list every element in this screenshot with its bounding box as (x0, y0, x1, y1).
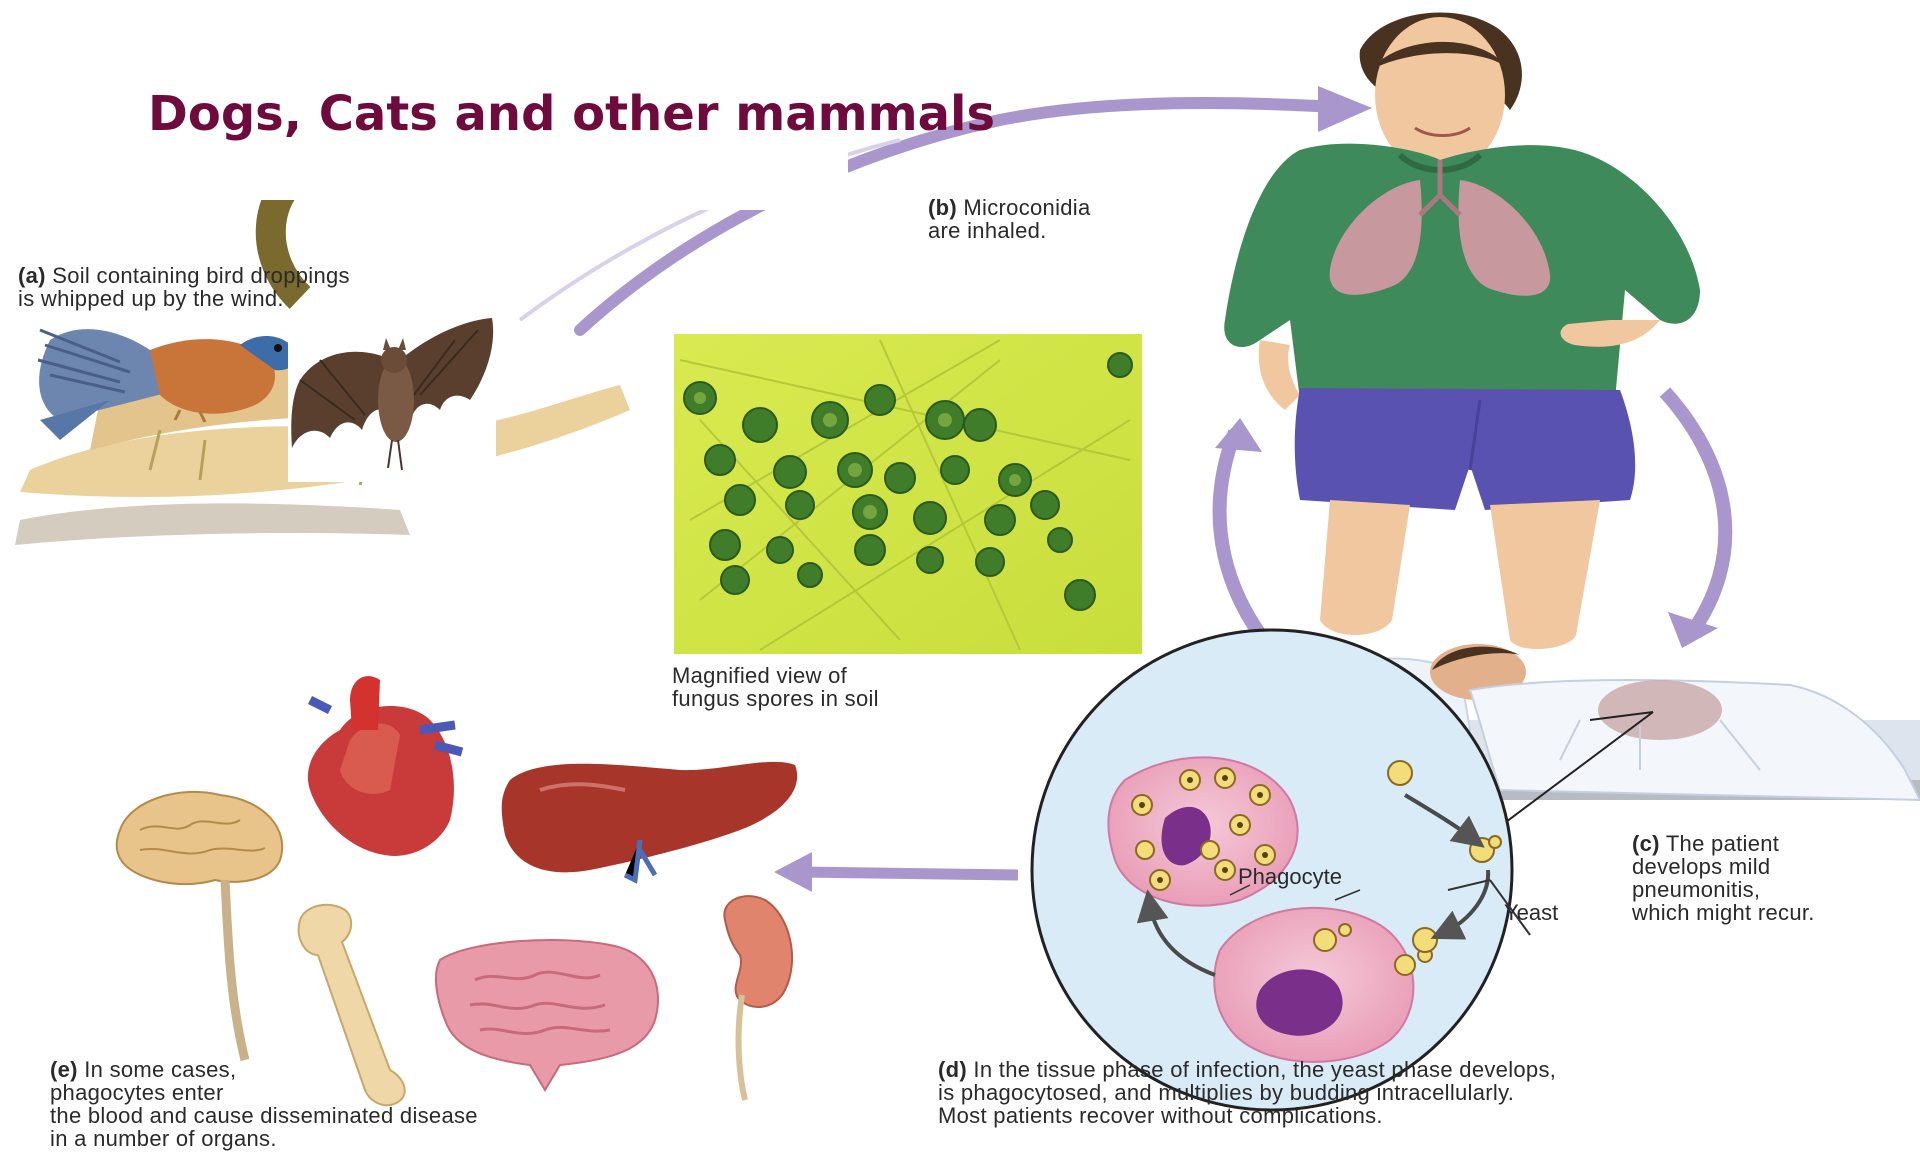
organs-group (117, 676, 797, 1105)
label-e: (e) In some cases, phagocytes enter the … (50, 1058, 478, 1150)
wind-arrowhead (1318, 86, 1372, 132)
label-e-letter: (e) (50, 1057, 78, 1082)
label-e-line4: in a number of organs. (50, 1127, 478, 1150)
organs-arrow (800, 872, 1018, 875)
label-e-line2: phagocytes enter (50, 1081, 478, 1104)
label-a-letter: (a) (18, 263, 46, 288)
label-magnified: Magnified view of fungus spores in soil (672, 664, 879, 710)
label-e-line1: In some cases, (84, 1057, 236, 1082)
label-d-letter: (d) (938, 1057, 967, 1082)
man-legs (1320, 500, 1600, 649)
label-d-line2: is phagocytosed, and multiplies by buddi… (938, 1081, 1556, 1104)
label-d-line1: In the tissue phase of infection, the ye… (973, 1057, 1556, 1082)
label-a-line1: Soil containing bird droppings (52, 263, 350, 288)
bat-picture (288, 306, 496, 482)
spore-micrograph (674, 334, 1142, 654)
label-b-line1: Microconidia (963, 195, 1090, 220)
man-shorts (1295, 388, 1635, 510)
label-c-line4: which might recur. (1632, 901, 1815, 924)
label-c-line3: pneumonitis, (1632, 878, 1815, 901)
label-c-line2: develops mild (1632, 855, 1815, 878)
label-a: (a) Soil containing bird droppings is wh… (18, 264, 350, 310)
label-c-letter: (c) (1632, 831, 1660, 856)
liver-icon (502, 762, 797, 880)
phagocyte-label: Phagocyte (1238, 864, 1342, 890)
label-a-line2: is whipped up by the wind. (18, 287, 350, 310)
label-b-line2: are inhaled. (928, 219, 1091, 242)
label-magnified-line1: Magnified view of (672, 664, 879, 687)
label-d: (d) In the tissue phase of infection, th… (938, 1058, 1556, 1127)
label-c-line1: The patient (1666, 831, 1779, 856)
yeast-label: Yeast (1504, 900, 1558, 926)
label-magnified-line2: fungus spores in soil (672, 687, 879, 710)
mammals-title: Dogs, Cats and other mammals (148, 86, 995, 142)
man-arm-left (1259, 340, 1300, 410)
kidney-icon (724, 896, 792, 1100)
label-d-line3: Most patients recover without complicati… (938, 1104, 1556, 1127)
heart-icon (308, 676, 462, 856)
down-arrow (1665, 392, 1725, 635)
label-c: (c) The patient develops mild pneumoniti… (1632, 832, 1815, 924)
man-arm-right (1561, 320, 1660, 347)
label-b: (b) Microconidia are inhaled. (928, 196, 1091, 242)
label-b-letter: (b) (928, 195, 957, 220)
patient-lung-highlight (1598, 680, 1722, 740)
brain-icon (117, 792, 282, 1060)
label-e-line3: the blood and cause disseminated disease (50, 1104, 478, 1127)
